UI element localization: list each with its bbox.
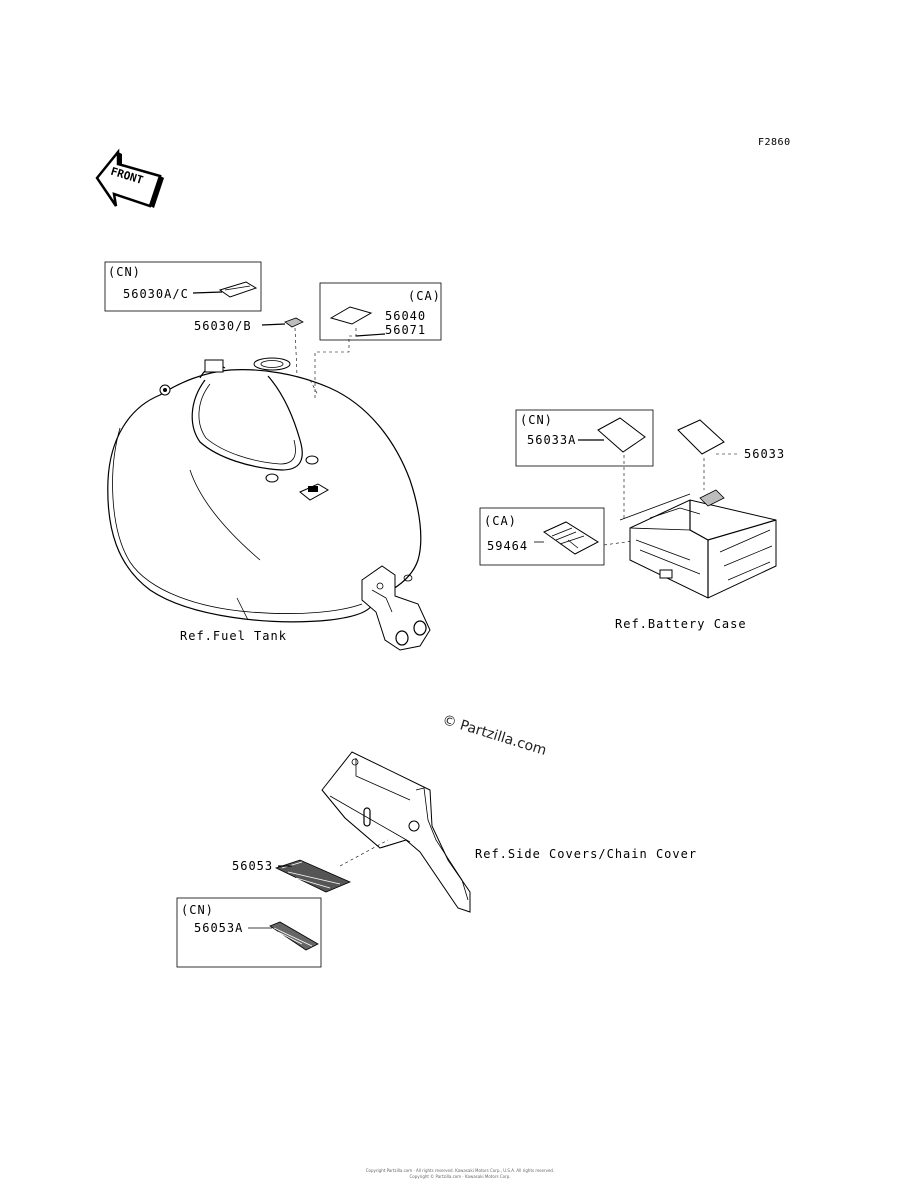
figure-code: F2860 — [758, 137, 791, 148]
decal-56033a-icon — [597, 417, 646, 453]
battery-cn-region: (CN) — [520, 413, 553, 427]
part-56040-label: 56040 — [385, 309, 427, 323]
decal-59464-icon — [543, 521, 600, 555]
battery-ref-label: Ref.Battery Case — [615, 617, 747, 631]
battery-cn-box — [515, 409, 654, 467]
fuel-tank-ca-region: (CA) — [408, 289, 441, 303]
side-cover-cn-region: (CN) — [181, 903, 214, 917]
decal-56030b-icon — [284, 317, 304, 328]
copyright-line-2: Copyright © Partzilla.com · Kawasaki Mot… — [409, 1174, 511, 1179]
fuel-tank-ca-box — [319, 282, 442, 341]
decal-56033-icon — [677, 419, 725, 455]
side-cover-drawing — [321, 751, 471, 913]
battery-case-drawing — [619, 489, 777, 599]
side-cover-cn-box — [176, 897, 322, 968]
fuel-tank-cn-region: (CN) — [108, 265, 141, 279]
part-59464-label: 59464 — [487, 539, 529, 553]
part-56033-label: 56033 — [744, 447, 786, 461]
part-56053a-label: 56053A — [194, 921, 244, 935]
fuel-tank-drawing — [107, 357, 431, 651]
part-56033a-label: 56033A — [527, 433, 577, 447]
decal-56053-icon — [274, 859, 352, 893]
decal-56040-icon — [329, 306, 373, 325]
side-covers-ref-label: Ref.Side Covers/Chain Cover — [475, 847, 698, 861]
battery-ca-box — [479, 507, 605, 566]
fuel-tank-ref-label: Ref.Fuel Tank — [180, 629, 287, 643]
part-56030b-label: 56030/B — [194, 319, 252, 333]
part-56071-label: 56071 — [385, 323, 427, 337]
front-arrow-icon: FRONT — [95, 148, 164, 208]
part-56053-label: 56053 — [232, 859, 274, 873]
fuel-tank-cn-box — [104, 261, 262, 312]
battery-ca-region: (CA) — [484, 514, 517, 528]
copyright-line-1: Copyright Partzilla.com · All rights res… — [365, 1168, 555, 1173]
part-56030ac-label: 56030A/C — [123, 287, 189, 301]
decal-56030ac-icon — [218, 281, 258, 298]
